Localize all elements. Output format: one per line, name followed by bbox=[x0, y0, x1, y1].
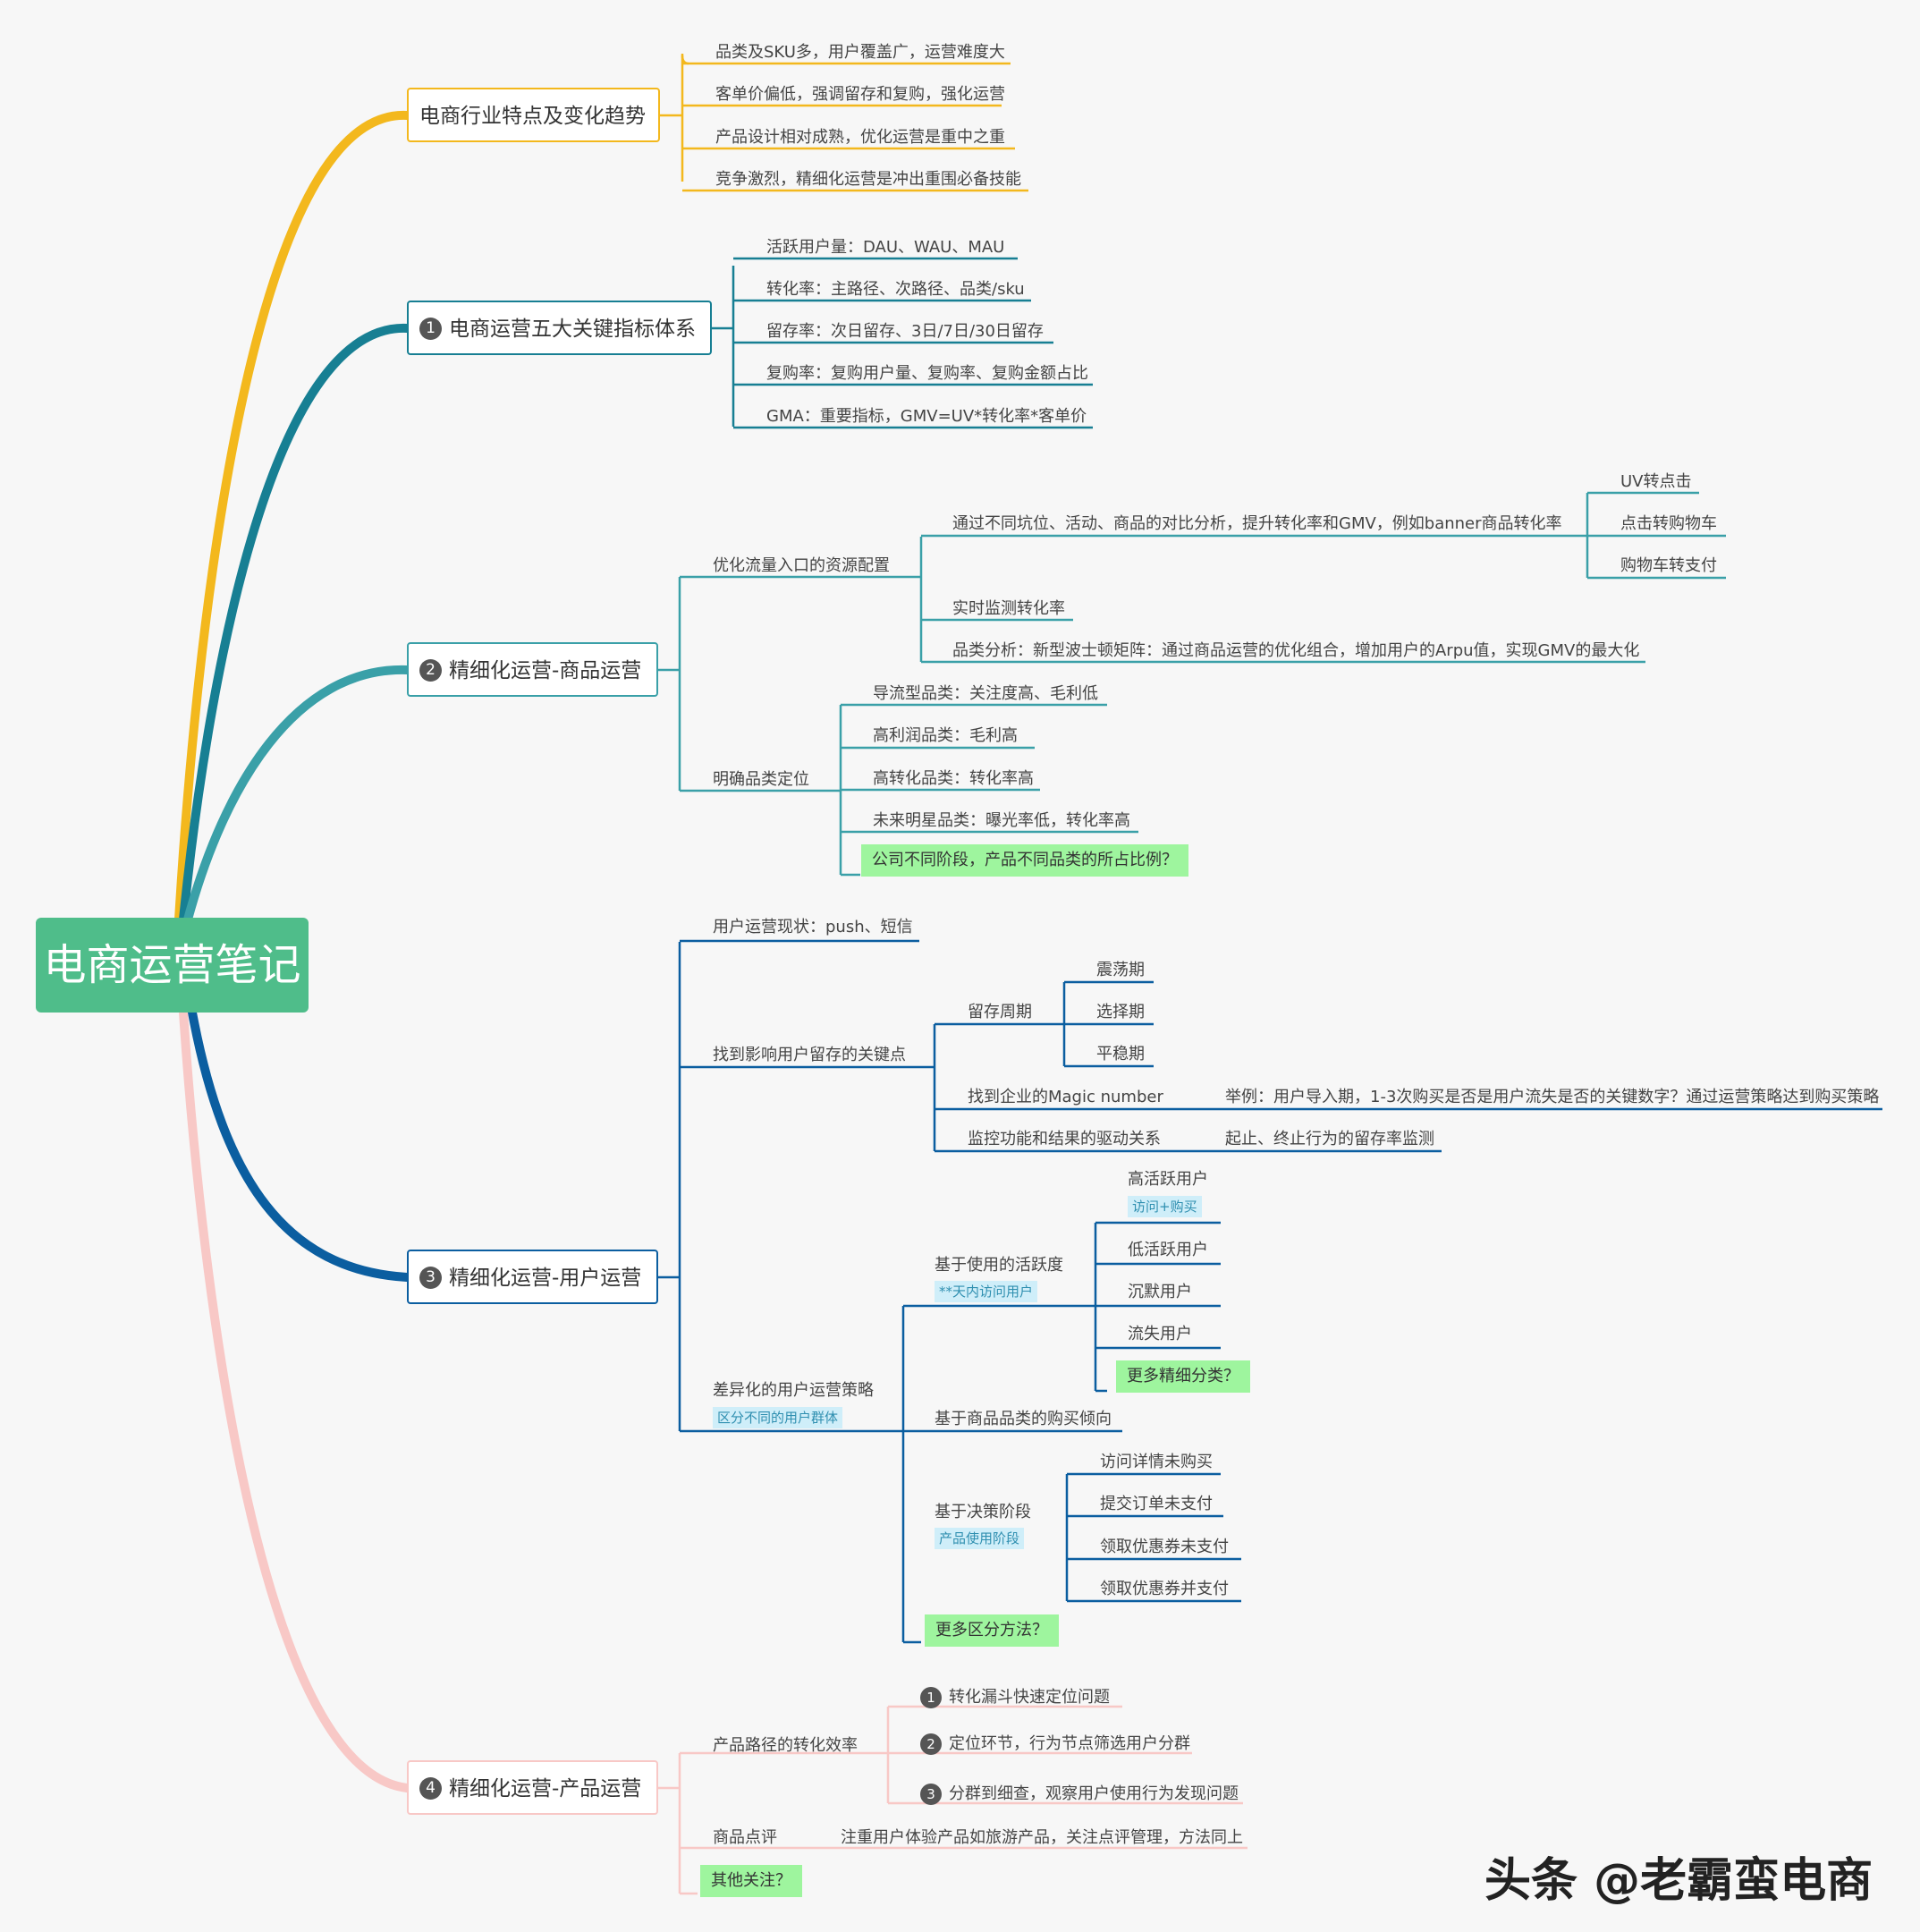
b1-title: 电商运营五大关键指标体系 bbox=[449, 318, 696, 341]
b3-cycle-1: 震荡期 bbox=[1096, 961, 1145, 979]
branch-node-user-ops[interactable]: 3 精细化运营-用户运营 bbox=[407, 1250, 658, 1304]
b3-diff-tag: 区分不同的用户群体 bbox=[713, 1407, 843, 1428]
b3-cycle-2: 选择期 bbox=[1096, 1003, 1145, 1021]
branch-curve-4 bbox=[179, 1008, 411, 1792]
b2-category-analysis: 品类分析：新型波士顿矩阵：通过商品运营的优化组合，增加用户的Arpu值，实现GM… bbox=[952, 641, 1640, 660]
b2-cat-4: 未来明星品类：曝光率低，转化率高 bbox=[873, 811, 1130, 830]
b2-funnel-3: 购物车转支付 bbox=[1620, 556, 1717, 575]
b2-realtime-monitor: 实时监测转化率 bbox=[952, 599, 1065, 618]
b2-title: 精细化运营-商品运营 bbox=[449, 659, 642, 682]
b3-more-categories-highlight: 更多精细分类？ bbox=[1116, 1360, 1250, 1393]
b2-question-highlight: 公司不同阶段，产品不同品类的所占比例？ bbox=[861, 844, 1188, 877]
b3-driver-note: 起止、终止行为的留存率监测 bbox=[1225, 1130, 1434, 1148]
b3-silent: 沉默用户 bbox=[1128, 1283, 1192, 1301]
branch-curve-0 bbox=[174, 110, 411, 924]
b2-cat-3: 高转化品类：转化率高 bbox=[873, 769, 1034, 788]
b2-traffic-label: 优化流量入口的资源配置 bbox=[713, 556, 890, 575]
b3-decision-tag: 产品使用阶段 bbox=[935, 1528, 1025, 1549]
watermark: 头条 @老霸蛮电商 bbox=[1484, 1854, 1873, 1908]
b3-magic-number: 找到企业的Magic number bbox=[968, 1088, 1163, 1106]
branch-curve-1 bbox=[179, 323, 411, 924]
b3-status: 用户运营现状：push、短信 bbox=[713, 918, 913, 936]
b3-retention-key: 找到影响用户留存的关键点 bbox=[713, 1046, 906, 1064]
b2-cat-1: 导流型品类：关注度高、毛利低 bbox=[873, 684, 1098, 703]
b1-item-1: 活跃用户量：DAU、WAU、MAU bbox=[766, 238, 1005, 257]
branch-node-product-ops[interactable]: 2 精细化运营-商品运营 bbox=[407, 642, 658, 697]
branch-node-product-path[interactable]: 4 精细化运营-产品运营 bbox=[407, 1760, 658, 1815]
b2-category-position-label: 明确品类定位 bbox=[713, 770, 809, 789]
b4-path-efficiency: 产品路径的转化效率 bbox=[713, 1736, 858, 1755]
b3-dec-3: 领取优惠券未支付 bbox=[1100, 1538, 1229, 1556]
b0-item-1: 品类及SKU多，用户覆盖广，运营难度大 bbox=[715, 43, 1005, 62]
b3-activity: 基于使用的活跃度 bbox=[935, 1256, 1063, 1275]
b1-item-2: 转化率：主路径、次路径、品类/sku bbox=[766, 280, 1025, 299]
number-badge-1: 1 bbox=[920, 1687, 942, 1708]
b0-item-3: 产品设计相对成熟，优化运营是重中之重 bbox=[715, 128, 1005, 147]
b3-low-active: 低活跃用户 bbox=[1128, 1241, 1208, 1259]
b4-path-item-3: 3 分群到细查，观察用户使用行为发现问题 bbox=[920, 1784, 1239, 1805]
b4-path-item-3-text: 分群到细查，观察用户使用行为发现问题 bbox=[949, 1784, 1239, 1803]
b3-more-methods-highlight: 更多区分方法？ bbox=[925, 1614, 1059, 1647]
b2-funnel-1: UV转点击 bbox=[1620, 472, 1692, 491]
b3-activity-tag: **天内访问用户 bbox=[935, 1281, 1038, 1302]
b3-category-tendency: 基于商品品类的购买倾向 bbox=[935, 1410, 1112, 1428]
b3-decision-stage: 基于决策阶段 bbox=[935, 1503, 1031, 1521]
b1-item-4: 复购率：复购用户量、复购率、复购金额占比 bbox=[766, 364, 1088, 383]
b4-review-note: 注重用户体验产品如旅游产品，关注点评管理，方法同上 bbox=[841, 1828, 1243, 1847]
b3-high-active: 高活跃用户 bbox=[1128, 1170, 1208, 1189]
b0-item-2: 客单价偏低，强调留存和复购，强化运营 bbox=[715, 85, 1005, 104]
number-badge-3: 3 bbox=[419, 1267, 442, 1289]
b4-path-item-2-text: 定位环节，行为节点筛选用户分群 bbox=[949, 1734, 1190, 1753]
number-badge-4: 4 bbox=[419, 1777, 442, 1800]
b4-path-item-1: 1 转化漏斗快速定位问题 bbox=[920, 1687, 1110, 1708]
b4-path-item-2: 2 定位环节，行为节点筛选用户分群 bbox=[920, 1733, 1190, 1755]
number-badge-1: 1 bbox=[419, 318, 442, 340]
branch-node-metrics[interactable]: 1 电商运营五大关键指标体系 bbox=[407, 301, 712, 355]
b2-funnel-2: 点击转购物车 bbox=[1620, 514, 1717, 533]
b3-diff-strategy: 差异化的用户运营策略 bbox=[713, 1381, 874, 1400]
b3-dec-1: 访问详情未购买 bbox=[1100, 1453, 1213, 1471]
root-node[interactable]: 电商运营笔记 bbox=[36, 918, 309, 1013]
b3-magic-example: 举例：用户导入期，1-3次购买是否是用户流失是否的关键数字？通过运营策略达到购买… bbox=[1225, 1088, 1880, 1106]
b4-title: 精细化运营-产品运营 bbox=[449, 1777, 642, 1801]
b3-high-active-tag: 访问+购买 bbox=[1128, 1196, 1202, 1217]
b4-review: 商品点评 bbox=[713, 1828, 777, 1847]
b0-item-4: 竞争激烈，精细化运营是冲出重围必备技能 bbox=[715, 170, 1021, 189]
number-badge-2: 2 bbox=[419, 659, 442, 682]
branch-curve-2 bbox=[183, 665, 411, 924]
b2-compare-analysis: 通过不同坑位、活动、商品的对比分析，提升转化率和GMV，例如banner商品转化… bbox=[952, 514, 1562, 533]
b3-retention-cycle: 留存周期 bbox=[968, 1003, 1032, 1021]
b3-cycle-3: 平稳期 bbox=[1096, 1045, 1145, 1063]
b1-item-5: GMA：重要指标，GMV=UV*转化率*客单价 bbox=[766, 407, 1087, 426]
number-badge-3: 3 bbox=[920, 1784, 942, 1805]
branch-node-industry[interactable]: 电商行业特点及变化趋势 bbox=[407, 88, 660, 142]
b4-path-item-1-text: 转化漏斗快速定位问题 bbox=[949, 1688, 1110, 1707]
b3-title: 精细化运营-用户运营 bbox=[449, 1267, 642, 1290]
number-badge-2: 2 bbox=[920, 1733, 942, 1755]
b3-churned: 流失用户 bbox=[1128, 1325, 1192, 1343]
b3-dec-2: 提交订单未支付 bbox=[1100, 1495, 1213, 1513]
b1-item-3: 留存率：次日留存、3日/7日/30日留存 bbox=[766, 322, 1044, 341]
branch-curve-3 bbox=[188, 1008, 411, 1282]
b3-dec-4: 领取优惠券并支付 bbox=[1100, 1580, 1229, 1598]
b2-cat-2: 高利润品类：毛利高 bbox=[873, 726, 1018, 745]
b4-other-highlight: 其他关注？ bbox=[700, 1865, 802, 1897]
b3-driver-monitor: 监控功能和结果的驱动关系 bbox=[968, 1130, 1161, 1148]
